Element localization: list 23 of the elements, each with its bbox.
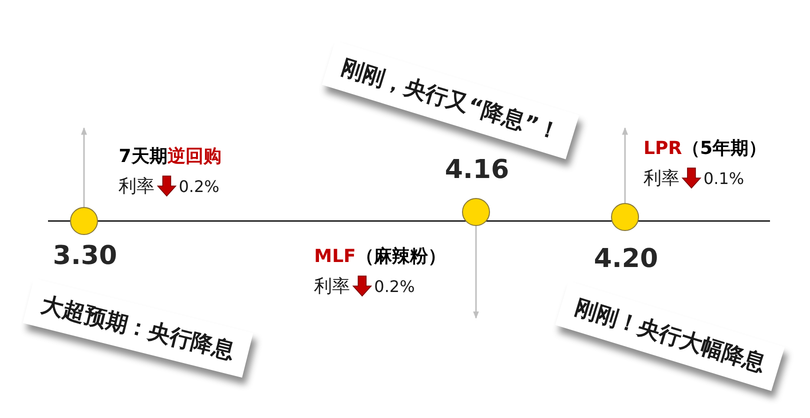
heading-text: LPR bbox=[643, 138, 682, 159]
arrow bbox=[81, 127, 87, 207]
headline-card: 刚刚，央行又“降息”！ bbox=[321, 40, 579, 160]
heading-text: 逆回购 bbox=[167, 146, 222, 167]
heading-text: MLF bbox=[314, 246, 356, 267]
timeline-dot bbox=[70, 207, 98, 235]
rate-value: 0.2% bbox=[374, 276, 415, 296]
timeline-dot bbox=[462, 198, 490, 226]
date-label: 3.30 bbox=[52, 241, 118, 271]
rate-label: 利率 bbox=[643, 167, 680, 190]
timeline-dot bbox=[611, 203, 639, 231]
heading-text: （5年期） bbox=[682, 138, 767, 159]
arrow bbox=[622, 127, 628, 203]
date-label: 4.20 bbox=[594, 244, 658, 274]
rate-value: 0.2% bbox=[178, 176, 220, 196]
arrow bbox=[473, 226, 479, 319]
heading-text: （麻辣粉） bbox=[356, 246, 446, 267]
rate-value: 0.1% bbox=[703, 168, 744, 188]
rate-label: 利率 bbox=[118, 175, 155, 198]
heading-text: 7天期 bbox=[118, 146, 168, 167]
headline-card: 刚刚！央行大幅降息 bbox=[555, 280, 785, 392]
headline-card: 大超预期：央行降息 bbox=[22, 278, 254, 378]
rate-label: 利率 bbox=[314, 275, 350, 298]
